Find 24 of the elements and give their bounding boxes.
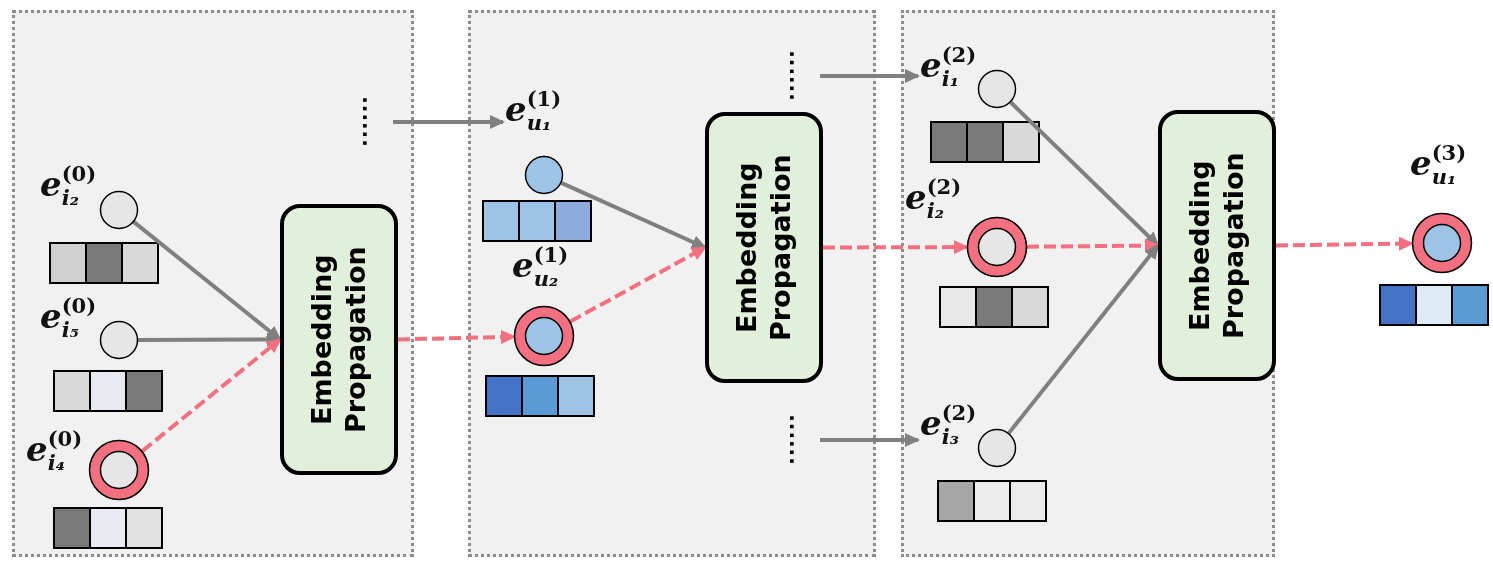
process-box — [280, 204, 398, 475]
arrow — [560, 180, 707, 250]
arrow — [1009, 100, 1160, 247]
layer-panel — [901, 10, 1275, 557]
ellipsis-text: ...... — [360, 92, 380, 152]
process-label: Embedding Propagation — [305, 245, 372, 435]
arrow — [1275, 236, 1414, 251]
process-box — [1158, 110, 1276, 381]
ellipsis-text: ...... — [787, 46, 807, 106]
process-box — [705, 112, 823, 383]
arrow — [820, 433, 920, 447]
arrow — [1026, 238, 1160, 253]
layer-panel — [12, 10, 414, 557]
arrow — [820, 69, 920, 83]
process-label: Embedding Propagation — [1183, 151, 1250, 341]
process-label: Embedding Propagation — [730, 153, 797, 343]
arrow — [397, 330, 516, 345]
arrow — [823, 240, 969, 255]
arrow — [393, 115, 505, 129]
arrow — [141, 337, 282, 453]
arrow — [1007, 243, 1160, 435]
arrow — [569, 245, 707, 324]
layer-panel — [468, 10, 876, 557]
ellipsis-text: ...... — [787, 410, 807, 470]
